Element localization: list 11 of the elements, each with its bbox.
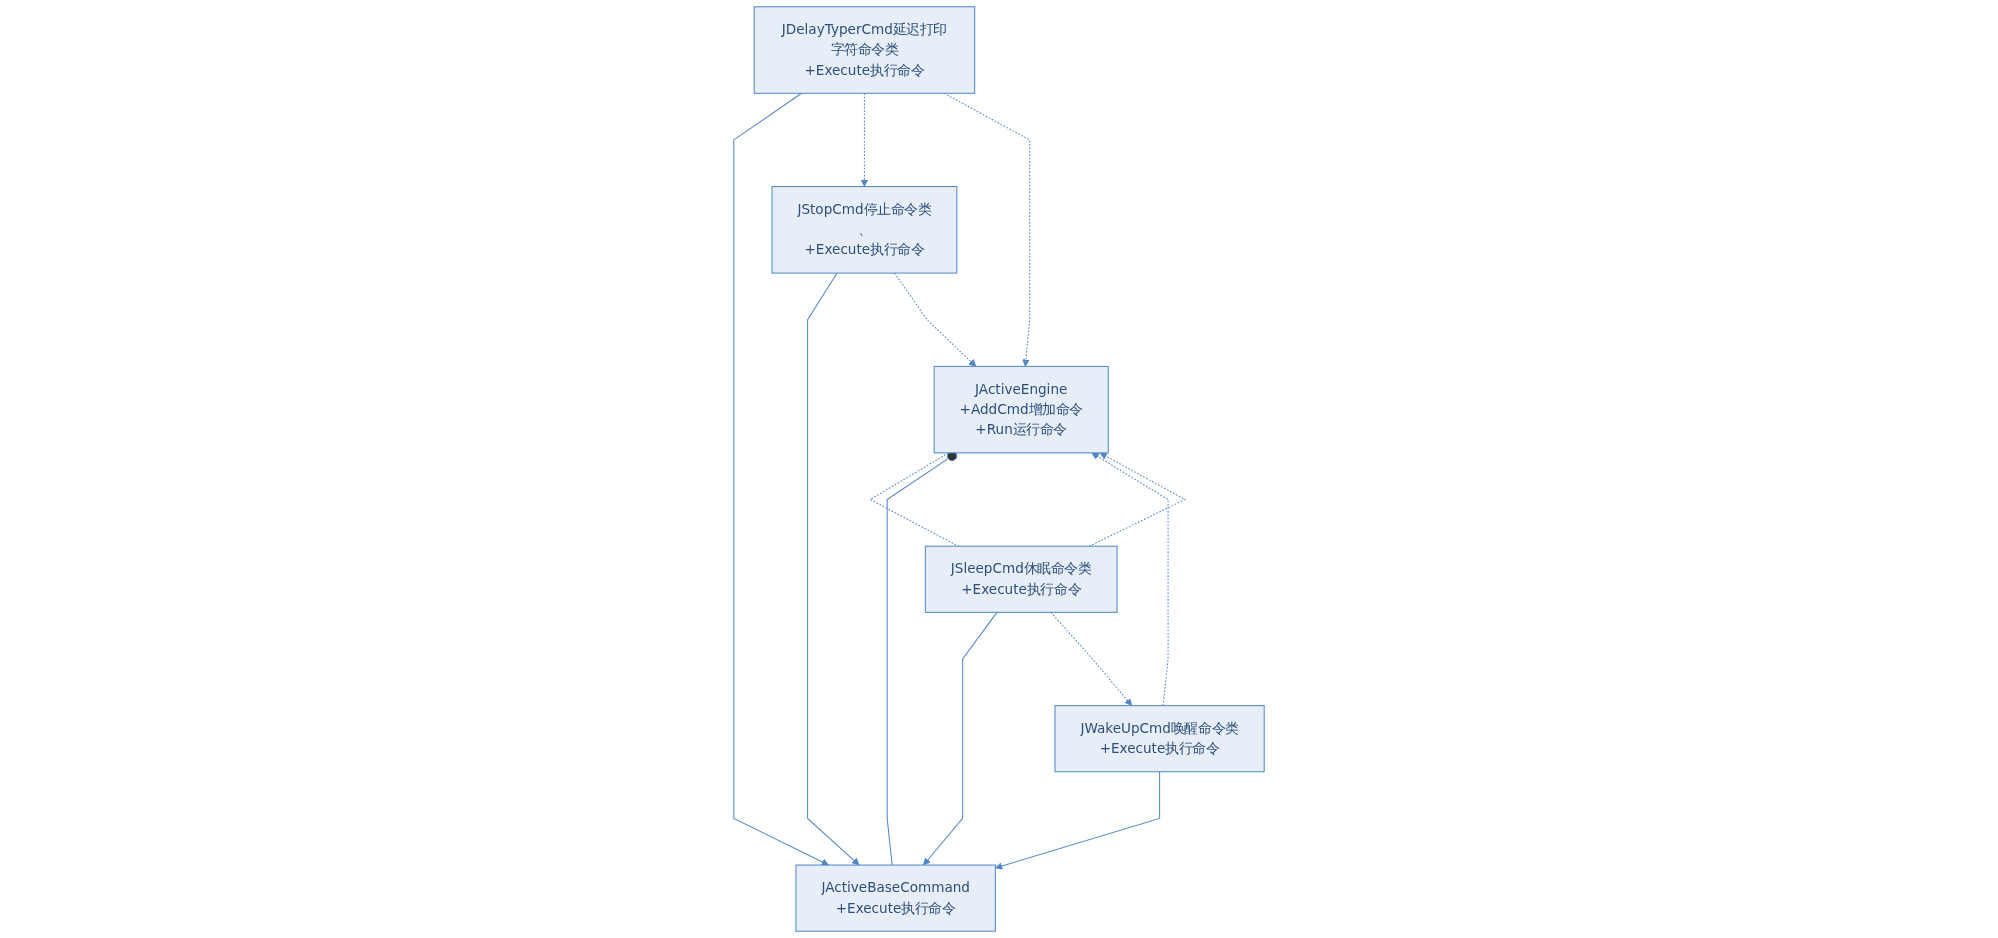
arrow	[733, 92, 829, 866]
arrow	[1050, 611, 1133, 706]
arrow	[807, 272, 860, 866]
node-box: JActiveBaseCommand +Execute执行命令	[795, 864, 996, 932]
node-box: JStopCmd停止命令类 、 +Execute执行命令	[771, 186, 958, 274]
node-box: JWakeUpCmd唤醒命令类 +Execute执行命令	[1054, 705, 1265, 773]
node-box: JSleepCmd休眠命令类 +Execute执行命令	[924, 545, 1118, 613]
arrow	[995, 771, 1161, 870]
arrow	[923, 611, 998, 866]
node-box: JDelayTyperCmd延迟打印字符命令类 +Execute执行命令	[753, 6, 976, 94]
node-box: JActiveEngine +AddCmd增加命令 +Run运行命令	[933, 365, 1109, 454]
